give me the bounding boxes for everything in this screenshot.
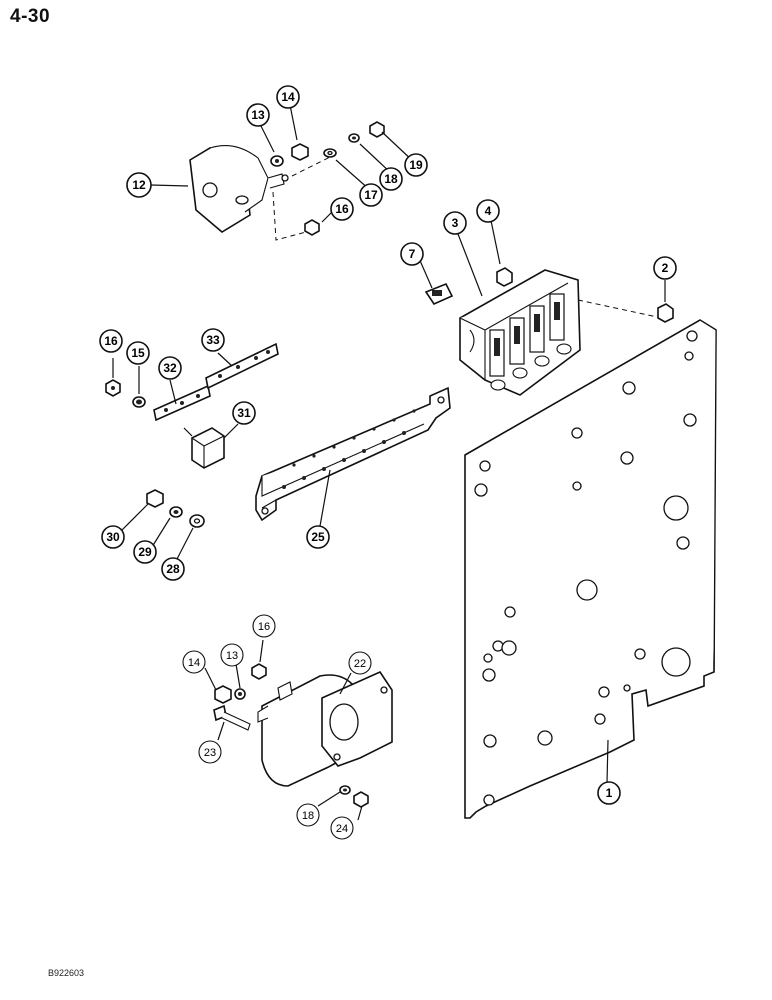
svg-text:31: 31 — [237, 406, 251, 420]
callout-28: 28 — [161, 557, 185, 581]
callout-12: 12 — [126, 172, 152, 198]
callout-3: 3 — [443, 211, 467, 235]
callout-4: 4 — [476, 199, 500, 223]
callout-30: 30 — [101, 525, 125, 549]
nut-14-upper — [291, 143, 309, 161]
mounting-panel — [464, 319, 717, 819]
nut-2 — [657, 303, 674, 323]
svg-text:4: 4 — [485, 204, 492, 218]
svg-text:19: 19 — [409, 158, 423, 172]
svg-text:23: 23 — [204, 747, 216, 759]
lockwasher-18-upper — [348, 133, 360, 143]
nut-13-upper — [270, 155, 284, 167]
nut-24 — [353, 791, 369, 808]
assembly-line — [577, 299, 663, 319]
svg-text:29: 29 — [138, 545, 152, 559]
bolt-23 — [213, 704, 251, 731]
lockwasher-18-lower — [339, 785, 351, 795]
callout-31: 31 — [232, 401, 256, 425]
callout-29: 29 — [133, 540, 157, 564]
svg-text:7: 7 — [409, 247, 416, 261]
callout-13-upper: 13 — [246, 103, 270, 127]
link-bar-33 — [205, 342, 279, 390]
assembly-line — [291, 156, 331, 177]
svg-text:30: 30 — [106, 530, 120, 544]
svg-text:17: 17 — [364, 188, 378, 202]
svg-text:1: 1 — [606, 786, 613, 800]
svg-text:24: 24 — [336, 823, 348, 835]
callout-16-middle: 16 — [99, 329, 123, 353]
figure-id: B922603 — [48, 968, 85, 978]
svg-text:33: 33 — [206, 333, 220, 347]
callout-16-lower: 16 — [252, 614, 276, 638]
callout-17: 17 — [359, 183, 383, 207]
svg-text:13: 13 — [251, 108, 265, 122]
svg-text:16: 16 — [104, 334, 118, 348]
assembly-line — [272, 191, 307, 241]
starter-solenoid-lower — [257, 670, 393, 787]
nut-30 — [146, 489, 164, 508]
link-bar-32 — [153, 384, 211, 422]
svg-text:25: 25 — [311, 530, 325, 544]
callout-7: 7 — [400, 242, 424, 266]
starter-solenoid-upper — [189, 145, 289, 233]
callout-23: 23 — [198, 740, 222, 764]
svg-text:14: 14 — [281, 90, 295, 104]
washer-28 — [189, 514, 205, 528]
callout-13-lower: 13 — [220, 643, 244, 667]
callout-18-upper: 18 — [379, 167, 403, 191]
callout-2: 2 — [653, 256, 677, 280]
lockwasher-29 — [169, 506, 183, 518]
svg-text:15: 15 — [131, 346, 145, 360]
nut-4 — [496, 267, 513, 287]
svg-text:16: 16 — [335, 202, 349, 216]
callout-14-lower: 14 — [182, 650, 206, 674]
svg-text:12: 12 — [132, 178, 146, 192]
washer-17 — [323, 148, 337, 158]
callout-16-upper: 16 — [330, 197, 354, 221]
lockwasher-13-lower — [234, 688, 246, 700]
nut-19 — [369, 121, 385, 138]
callout-18-lower: 18 — [296, 803, 320, 827]
nut-16-upper — [304, 219, 320, 236]
callout-33: 33 — [201, 328, 225, 352]
svg-text:3: 3 — [452, 216, 459, 230]
fuse — [424, 282, 454, 306]
svg-text:2: 2 — [662, 261, 669, 275]
callout-25: 25 — [306, 525, 330, 549]
diode-block — [183, 427, 225, 469]
callout-14-upper: 14 — [276, 85, 300, 109]
svg-text:18: 18 — [384, 172, 398, 186]
relay-block — [459, 269, 581, 396]
callout-22: 22 — [348, 651, 372, 675]
svg-text:18: 18 — [302, 810, 314, 822]
svg-text:32: 32 — [163, 361, 177, 375]
callout-19: 19 — [404, 153, 428, 177]
page-number: 4-30 — [10, 6, 51, 27]
callout-15: 15 — [126, 341, 150, 365]
nut-16-lower — [251, 663, 267, 680]
svg-text:28: 28 — [166, 562, 180, 576]
svg-text:22: 22 — [354, 658, 366, 670]
svg-text:16: 16 — [258, 621, 270, 633]
callout-1: 1 — [597, 781, 621, 805]
svg-text:14: 14 — [188, 657, 200, 669]
callout-24: 24 — [330, 816, 354, 840]
lockwasher-15 — [132, 396, 146, 408]
svg-text:13: 13 — [226, 650, 238, 662]
bus-bar — [255, 386, 451, 522]
nut-16-middle — [105, 379, 121, 397]
callout-32: 32 — [158, 356, 182, 380]
nut-14-lower — [214, 685, 232, 704]
